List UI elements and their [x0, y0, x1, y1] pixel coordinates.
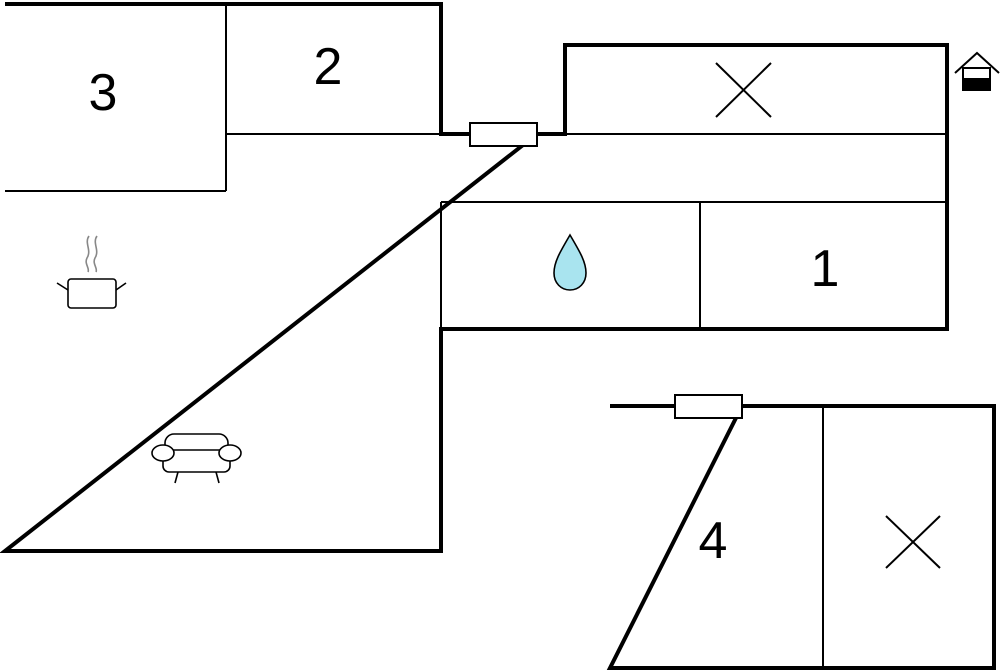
house-entrance-icon — [954, 51, 1000, 91]
room-3-label: 3 — [89, 64, 118, 122]
room-4-label: 4 — [699, 512, 728, 570]
main-block-outline — [0, 2, 949, 553]
cooking-pot-icon — [56, 235, 127, 309]
internal-walls — [5, 4, 947, 668]
windows — [469, 122, 743, 419]
cross-icon — [715, 62, 772, 118]
room-1-label: 1 — [811, 240, 840, 298]
window-annex — [674, 394, 743, 419]
cross-icon — [885, 515, 941, 569]
room-2-label: 2 — [314, 38, 343, 96]
sofa-icon — [151, 433, 242, 484]
annex-outline — [606, 404, 996, 670]
window-top — [469, 122, 538, 147]
water-drop-icon — [553, 233, 587, 291]
